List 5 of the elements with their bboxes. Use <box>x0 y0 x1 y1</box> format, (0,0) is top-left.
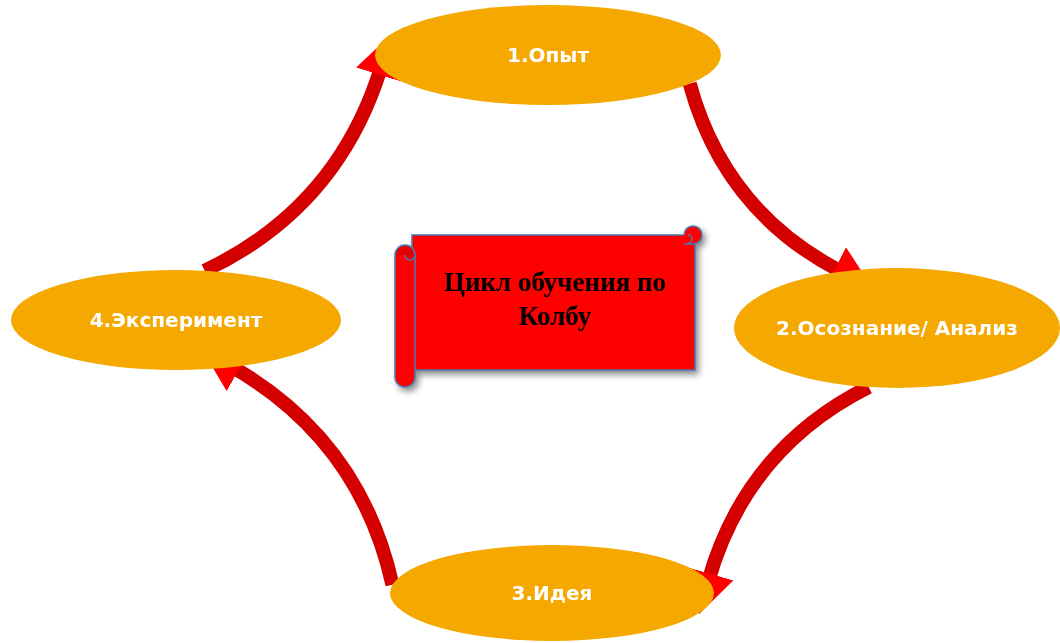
node-label: 2.Осознание/ Анализ <box>776 314 1018 342</box>
node-label: 3.Идея <box>511 579 593 607</box>
banner-title: Цикл обучения по Колбу <box>442 266 668 333</box>
node-label: 4.Эксперимент <box>89 306 263 334</box>
node-label: 1.Опыт <box>507 41 589 69</box>
